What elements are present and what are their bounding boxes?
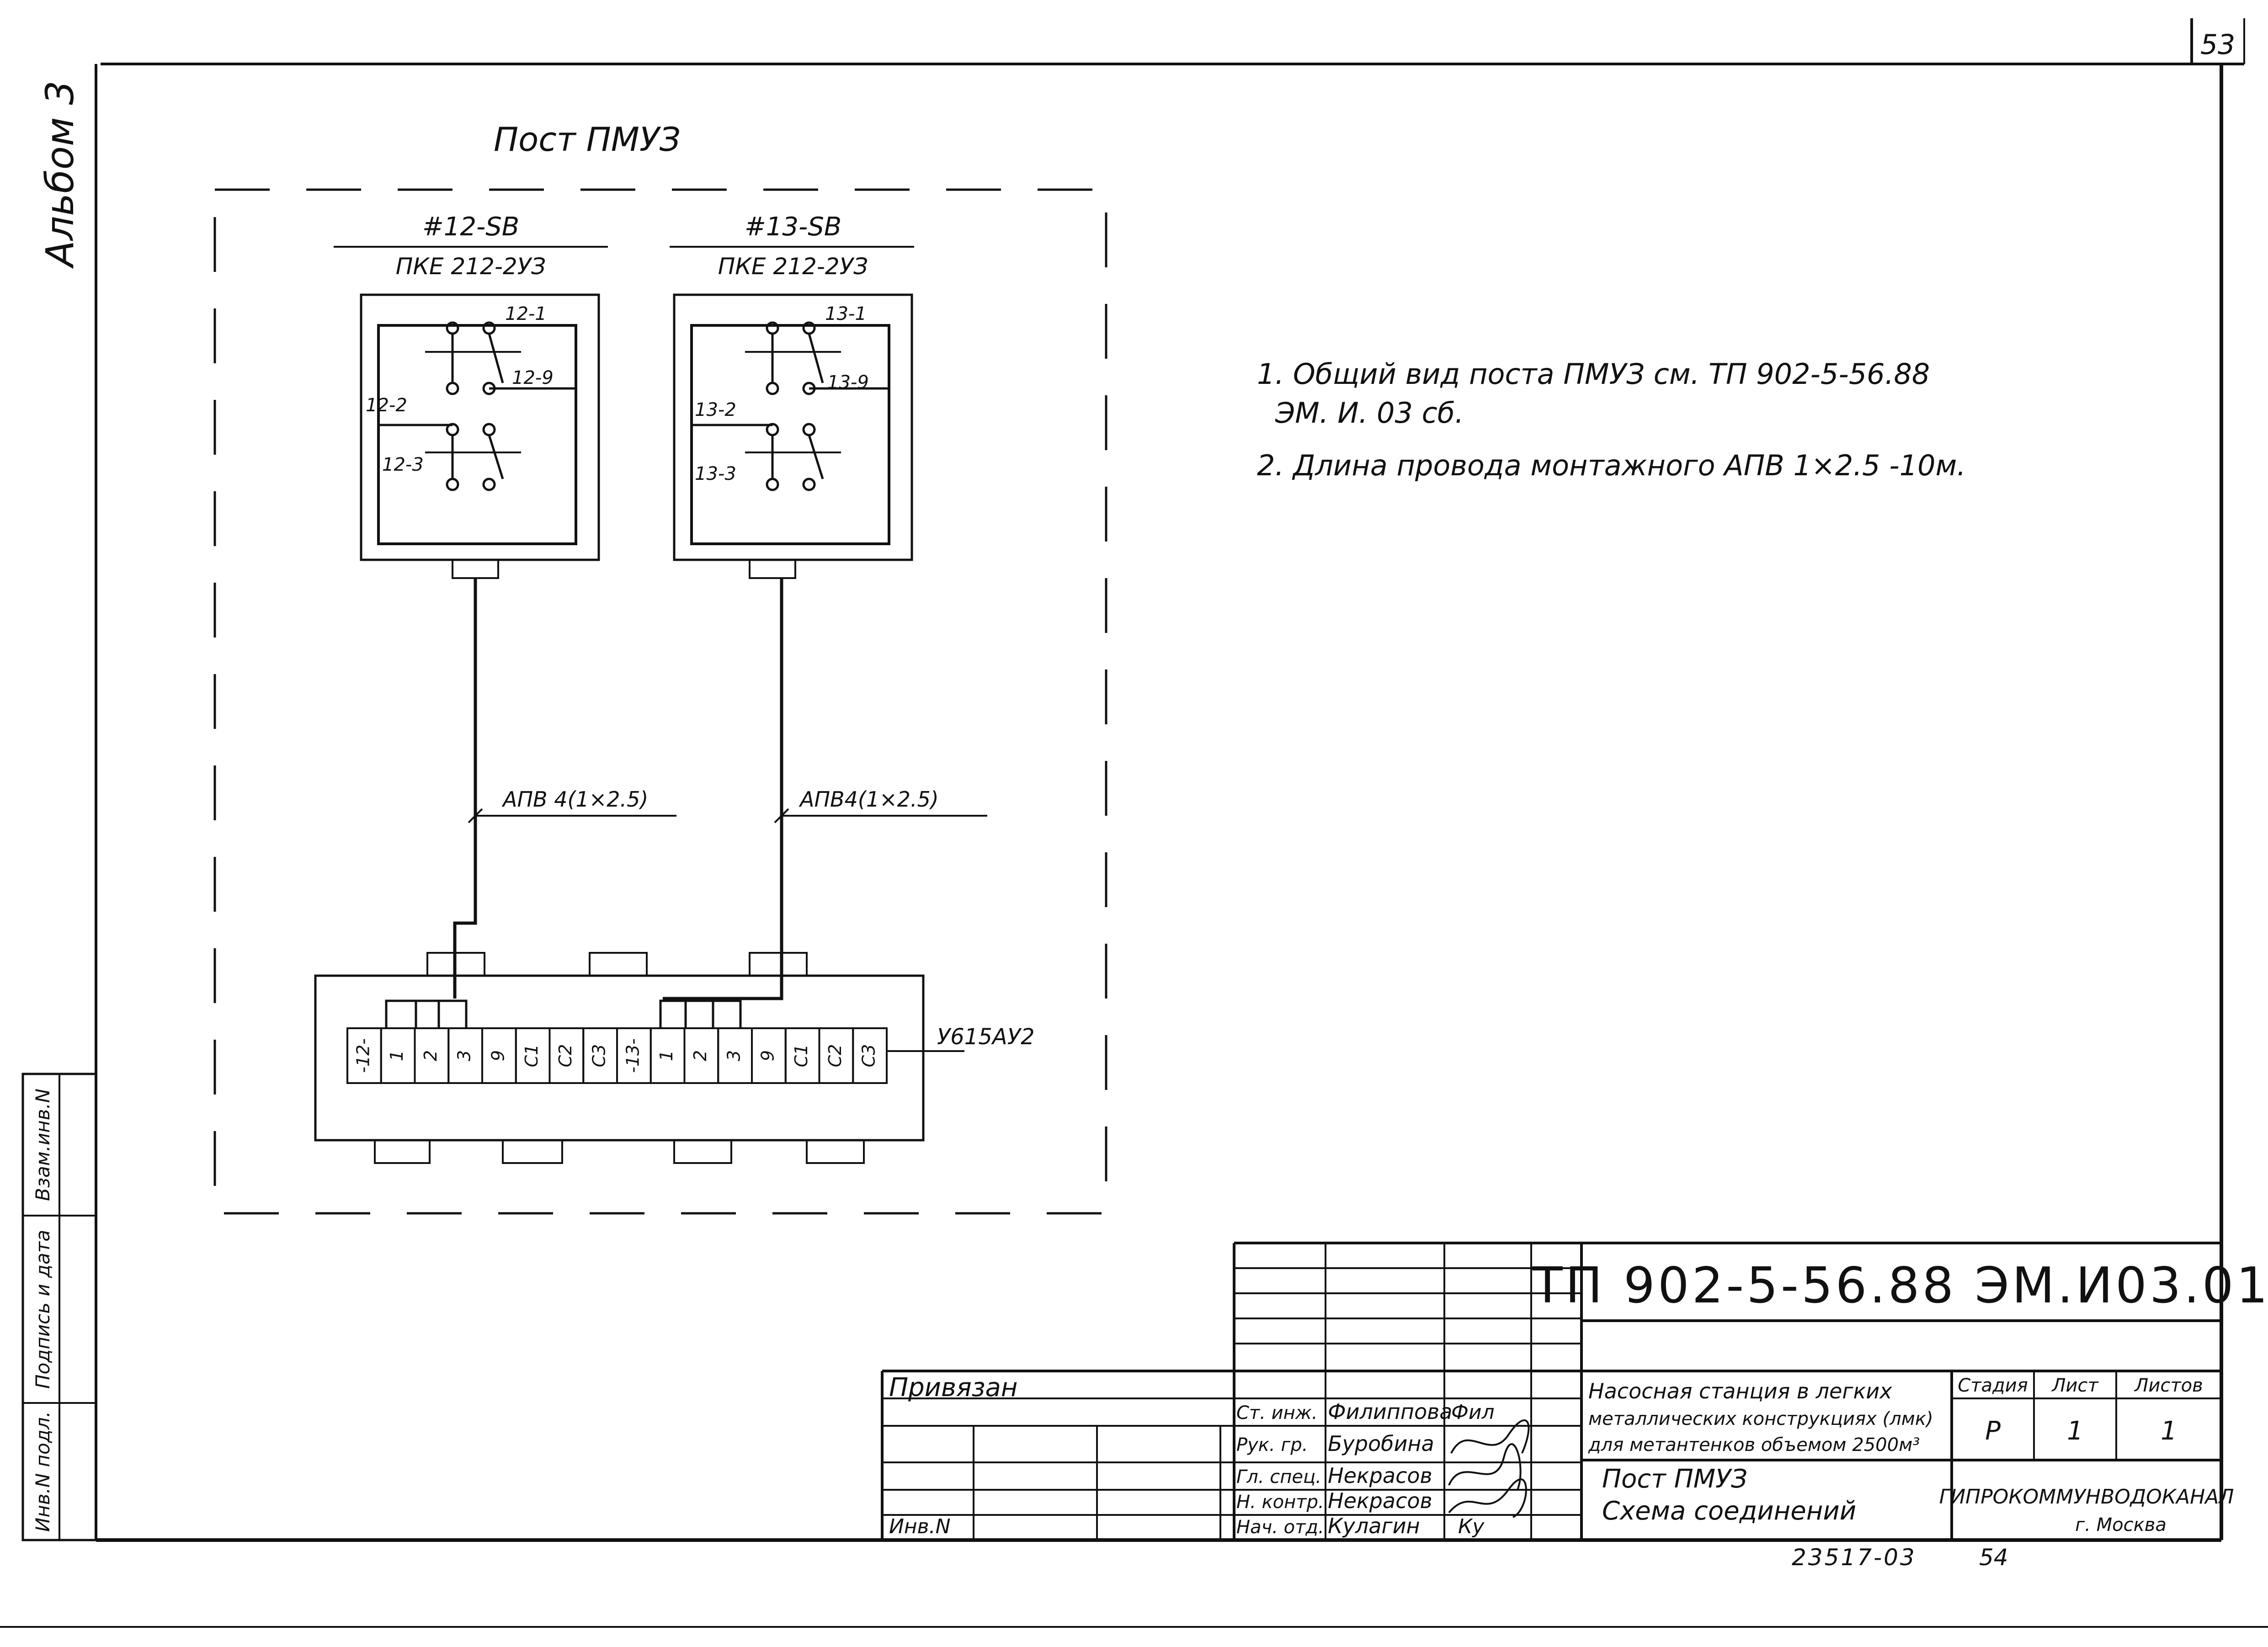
privyazan-label: Привязан xyxy=(889,1373,1017,1403)
role-name: Некрасов xyxy=(1328,1463,1432,1488)
stage-value: Р xyxy=(1985,1416,2001,1446)
stage-header: Стадия xyxy=(1958,1375,2028,1396)
terminal-cell xyxy=(852,1027,888,1084)
contact-label: 12-9 xyxy=(512,367,554,388)
switch-12-sb xyxy=(334,246,608,579)
sheets-header: Листов xyxy=(2134,1375,2203,1396)
role-signature: Ку xyxy=(1458,1515,1485,1538)
stamp-vzam-inv: Взам.инв.N xyxy=(32,1089,54,1201)
role-name: Буробина xyxy=(1328,1431,1434,1456)
note-1-cont: ЭМ. И. 03 сб. xyxy=(1275,396,1464,430)
cable-right xyxy=(663,578,987,1000)
terminal-label: С2 xyxy=(825,1044,845,1068)
bottom-note-right: 54 xyxy=(1979,1544,2008,1571)
contact-label: 13-1 xyxy=(825,303,867,324)
terminal-label: С1 xyxy=(522,1044,542,1068)
album-label: Альбом 3 xyxy=(37,80,82,269)
sheet-title: Пост ПМУЗ xyxy=(1602,1464,1747,1494)
contact-label: 12-1 xyxy=(505,303,547,324)
project-line: для метантенков объемом 2500м³ xyxy=(1588,1434,1920,1456)
terminal-label: 3 xyxy=(724,1050,744,1061)
contact-label: 13-3 xyxy=(695,463,736,484)
terminal-label: 9 xyxy=(488,1050,508,1061)
terminal-label: С3 xyxy=(589,1044,609,1068)
switch-13-model: ПКЕ 212-2УЗ xyxy=(718,253,868,280)
page-number: 53 xyxy=(2200,29,2235,61)
left-stamp xyxy=(21,1073,97,1541)
role-name: Филиппова xyxy=(1328,1399,1452,1424)
terminal-label: 1 xyxy=(656,1050,676,1061)
role-name: Кулагин xyxy=(1328,1514,1420,1538)
role-title: Ст. инж. xyxy=(1236,1403,1318,1424)
terminal-label: 2 xyxy=(690,1050,710,1061)
switch-13-sb xyxy=(670,246,914,579)
stamp-inv-podl: Инв.N подл. xyxy=(32,1411,54,1532)
cable-left xyxy=(453,578,676,999)
role-title: Н. контр. xyxy=(1236,1492,1324,1513)
cable-left-label: АПВ 4(1×2.5) xyxy=(501,787,648,812)
diagram-title: Пост ПМУЗ xyxy=(494,120,681,159)
project-line: Насосная станция в легких xyxy=(1588,1379,1892,1403)
terminal-label: 9 xyxy=(757,1050,777,1061)
sheet-title: Схема соединений xyxy=(1602,1496,1856,1526)
contact-label: 13-9 xyxy=(827,372,869,393)
organization-city: г. Москва xyxy=(2075,1514,2167,1535)
terminal-label: -12- xyxy=(353,1038,373,1073)
terminal-label: 1 xyxy=(387,1050,407,1061)
role-title: Гл. спец. xyxy=(1236,1466,1321,1488)
project-line: металлических конструкциях (лмк) xyxy=(1588,1408,1933,1429)
note-2: 2. Длина провода монтажного АПВ 1×2.5 -1… xyxy=(1257,449,1966,482)
terminal-block-label: У615АУ2 xyxy=(937,1024,1035,1050)
sheets-total-value: 1 xyxy=(2161,1416,2177,1446)
title-block xyxy=(881,1242,2221,1540)
organization: ГИПРОКОММУНВОДОКАНАЛ xyxy=(1939,1485,2234,1509)
cable-right-label: АПВ4(1×2.5) xyxy=(799,787,939,812)
contact-label: 12-2 xyxy=(366,395,407,416)
terminal-label: 2 xyxy=(421,1050,441,1061)
role-name: Некрасов xyxy=(1328,1488,1432,1513)
sheet-header: Лист xyxy=(2051,1375,2099,1396)
switch-12-model: ПКЕ 212-2УЗ xyxy=(396,253,546,280)
terminal-label: -13- xyxy=(623,1038,643,1073)
post-enclosure xyxy=(213,188,1107,1215)
drawing-frame xyxy=(0,18,2268,1628)
note-1: 1. Общий вид поста ПМУЗ см. ТП 902-5-56.… xyxy=(1257,357,1930,391)
bottom-note-left: 23517-03 xyxy=(1792,1544,1917,1571)
terminal-label: С1 xyxy=(791,1044,811,1068)
signatures xyxy=(1448,1419,1530,1518)
terminal-label: С2 xyxy=(555,1044,575,1068)
switch-12-tag: #12-SB xyxy=(422,212,519,242)
role-title: Нач. отд. xyxy=(1236,1517,1324,1538)
terminal-label: С3 xyxy=(859,1044,879,1068)
doc-code: ТП 902-5-56.88 ЭМ.И03.01 xyxy=(1532,1257,2268,1314)
switch-13-tag: #13-SB xyxy=(745,212,841,242)
stamp-podpis-data: Подпись и дата xyxy=(32,1230,54,1389)
role-title: Рук. гр. xyxy=(1236,1434,1308,1456)
terminal-label: 3 xyxy=(454,1050,474,1061)
inv-n-label: Инв.N xyxy=(889,1515,951,1538)
contact-label: 12-3 xyxy=(382,454,424,475)
sheet-value: 1 xyxy=(2067,1416,2083,1446)
role-signature: Фил xyxy=(1451,1401,1495,1424)
contact-label: 13-2 xyxy=(695,399,736,420)
